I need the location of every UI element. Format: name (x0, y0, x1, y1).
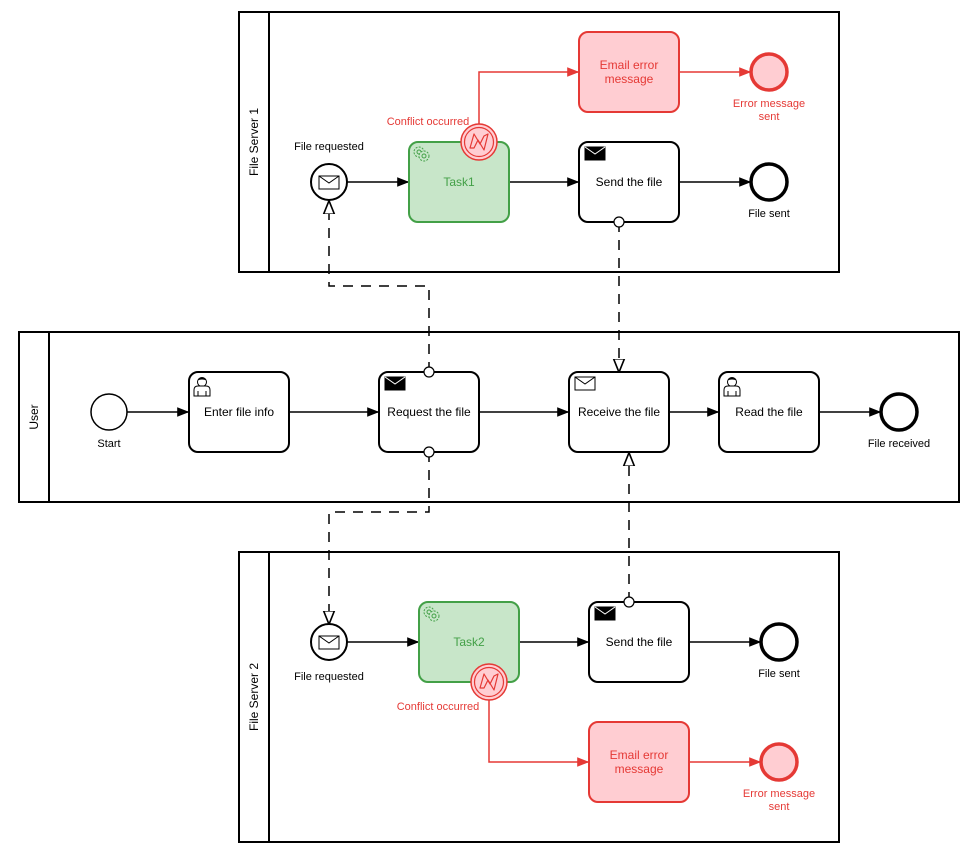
fs2-sequence-flows (347, 637, 762, 767)
fs1-sequence-flows (347, 67, 752, 187)
fs1-send-label: Send the file (596, 175, 663, 189)
fs2-start-label: File requested (294, 671, 364, 683)
user-end-event[interactable] (879, 392, 919, 432)
fs1-start-label: File requested (294, 141, 364, 153)
fs1-end-event[interactable] (749, 162, 789, 202)
fs2-conflict-label: Conflict occurred (397, 701, 480, 713)
fs1-error-task-line1: Email error (600, 58, 659, 72)
fs1-error-end-event[interactable] (749, 52, 789, 92)
fs2-email-error-task[interactable]: Email error message (588, 721, 690, 803)
message-flows (329, 202, 629, 623)
fs1-error-end-line2: sent (759, 111, 780, 123)
fs1-task1-label: Task1 (443, 175, 475, 189)
user-enter-file-info-task[interactable]: Enter file info (188, 371, 290, 453)
envelope-icon (318, 635, 340, 650)
fs2-error-task-line1: Email error (610, 748, 669, 762)
user-start-event[interactable] (90, 393, 128, 431)
message-flow-request-to-fs1 (329, 202, 430, 372)
user-start-label: Start (97, 438, 120, 450)
envelope-icon (594, 606, 616, 621)
fs2-conflict-boundary-event[interactable] (470, 663, 508, 701)
fs2-error-end-line1: Error message (743, 788, 815, 800)
fs2-send-label: Send the file (606, 635, 673, 649)
user-request-file-task[interactable]: Request the file (378, 366, 480, 458)
pool-label-fs2: File Server 2 (247, 663, 261, 731)
fs1-end-label: File sent (748, 208, 790, 220)
fs1-error-task-line2: message (605, 72, 654, 86)
fs1-task1[interactable]: Task1 (408, 141, 510, 223)
fs1-conflict-label: Conflict occurred (387, 116, 470, 128)
fs2-send-file-task[interactable]: Send the file (588, 596, 690, 683)
fs2-error-task-line2: message (615, 762, 664, 776)
pool-label-user: User (27, 404, 41, 429)
user-enter-label: Enter file info (204, 405, 274, 419)
user-receive-label: Receive the file (578, 405, 660, 419)
fs1-send-file-task[interactable]: Send the file (578, 141, 680, 228)
user-receive-file-task[interactable]: Receive the file (568, 371, 670, 453)
fs2-start-event[interactable] (310, 623, 348, 661)
fs2-task2-label: Task2 (453, 635, 485, 649)
pool-file-server-2: File Server 2 (238, 551, 840, 843)
envelope-icon (584, 146, 606, 161)
fs1-email-error-task[interactable]: Email error message (578, 31, 680, 113)
envelope-icon (574, 376, 596, 391)
message-flow-request-to-fs2 (329, 452, 430, 623)
fs1-error-end-line1: Error message (733, 98, 805, 110)
fs1-start-event[interactable] (310, 163, 348, 201)
fs2-end-event[interactable] (759, 622, 799, 662)
fs2-task2[interactable]: Task2 (418, 601, 520, 683)
pool-label-fs1: File Server 1 (247, 108, 261, 176)
pool-file-server-1: File Server 1 (238, 11, 840, 273)
user-read-file-task[interactable]: Read the file (718, 371, 820, 453)
fs2-error-end-line2: sent (769, 801, 790, 813)
fs1-conflict-boundary-event[interactable] (460, 123, 498, 161)
user-end-label: File received (868, 438, 930, 450)
user-request-label: Request the file (387, 405, 471, 419)
fs2-error-end-event[interactable] (759, 742, 799, 782)
envelope-icon (384, 376, 406, 391)
fs2-end-label: File sent (758, 668, 800, 680)
envelope-icon (318, 175, 340, 190)
user-read-label: Read the file (735, 405, 803, 419)
